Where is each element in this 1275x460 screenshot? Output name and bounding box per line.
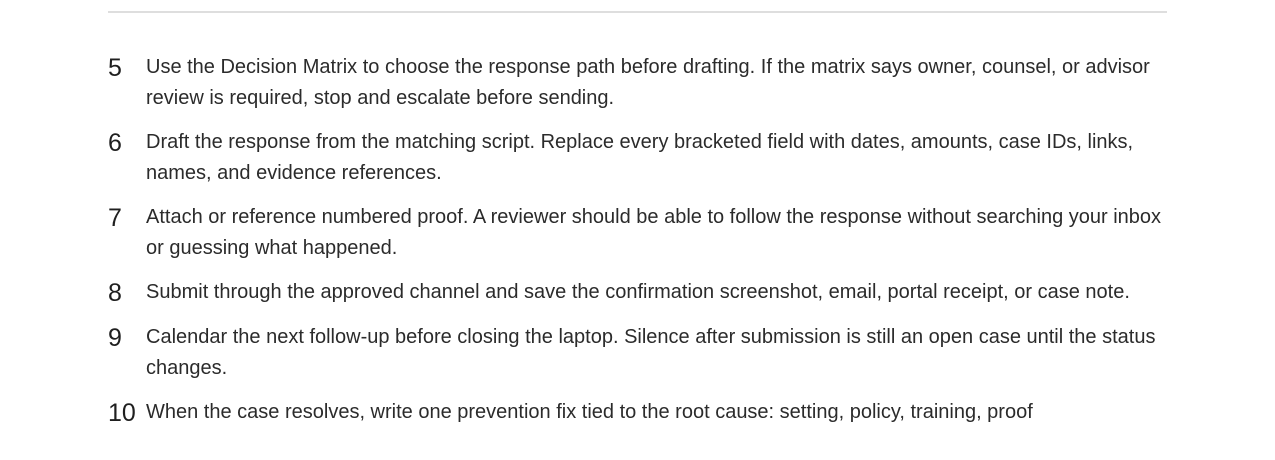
step-text: Attach or reference numbered proof. A re… [146, 206, 1162, 259]
section-divider [108, 11, 1167, 13]
step-item-5: 5 Use the Decision Matrix to choose the … [108, 52, 1167, 114]
step-item-8: 8 Submit through the approved channel an… [108, 277, 1167, 309]
step-item-7: 7 Attach or reference numbered proof. A … [108, 202, 1167, 264]
step-number: 5 [108, 54, 122, 82]
procedure-steps-list: 5 Use the Decision Matrix to choose the … [108, 52, 1167, 442]
step-text: When the case resolves, write one preven… [146, 401, 1033, 423]
step-item-6: 6 Draft the response from the matching s… [108, 127, 1167, 189]
step-text: Submit through the approved channel and … [146, 281, 1130, 303]
step-text: Calendar the next follow-up before closi… [146, 326, 1156, 379]
step-item-9: 9 Calendar the next follow-up before clo… [108, 322, 1167, 384]
step-item-10: 10 When the case resolves, write one pre… [108, 397, 1167, 429]
step-number: 10 [108, 399, 136, 427]
step-number: 9 [108, 324, 122, 352]
step-text: Draft the response from the matching scr… [146, 131, 1134, 184]
step-number: 6 [108, 129, 122, 157]
step-number: 8 [108, 279, 122, 307]
step-number: 7 [108, 204, 122, 232]
step-text: Use the Decision Matrix to choose the re… [146, 56, 1150, 109]
